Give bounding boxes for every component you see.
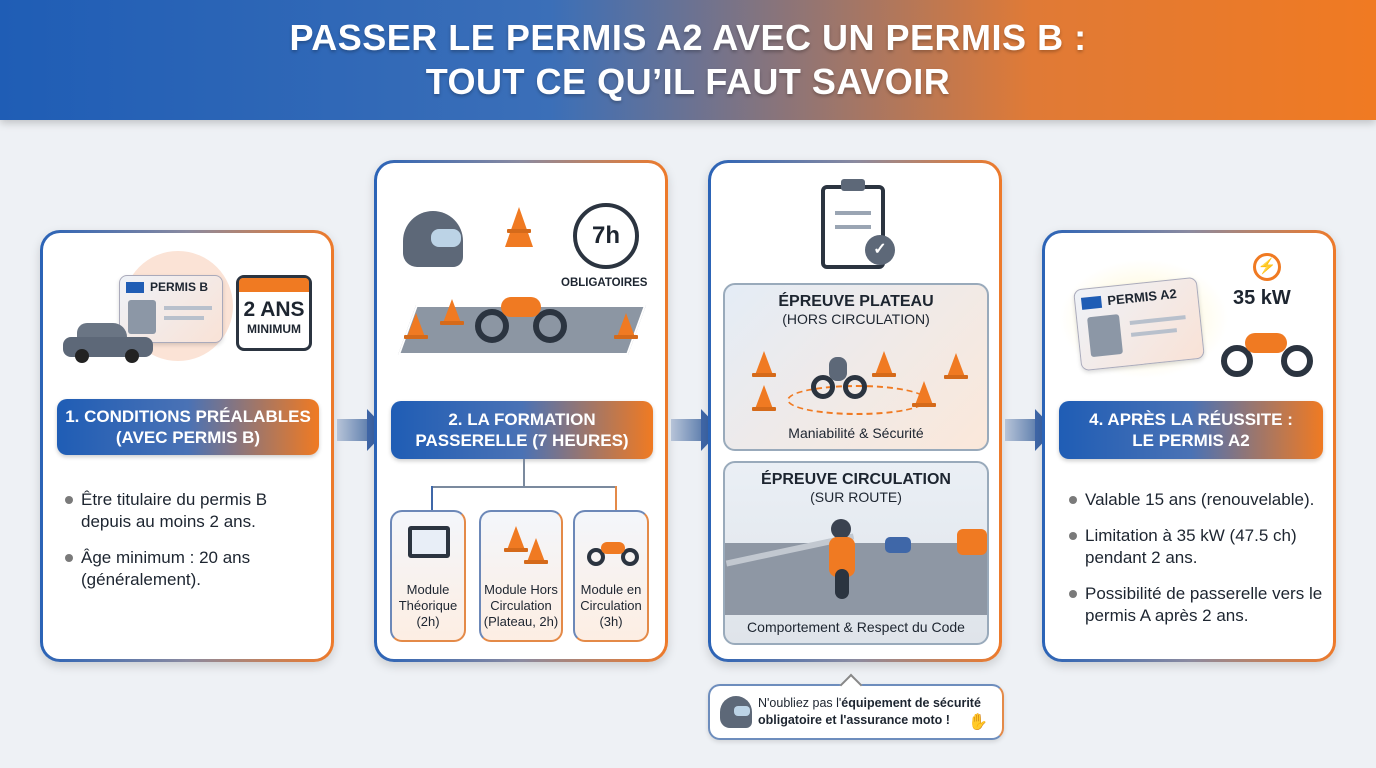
epreuve-circulation: ÉPREUVE CIRCULATION (SUR ROUTE) Comporte… [723, 461, 989, 645]
motorcycle-icon [587, 538, 639, 568]
page-title-line2: TOUT CE QU’IL FAUT SAVOIR [425, 61, 951, 102]
cone-icon [614, 313, 638, 339]
clock-label: OBLIGATOIRES [561, 277, 648, 289]
glove-icon: ✋ [968, 714, 988, 731]
list-item: Valable 15 ans (renouvelable). [1065, 489, 1327, 511]
cone-icon [752, 351, 776, 377]
list-item: Possibilité de passerelle vers le permis… [1065, 583, 1327, 627]
license-card-icon: PERMIS B [119, 275, 223, 343]
step1-list: Être titulaire du permis B depuis au moi… [61, 489, 321, 605]
calendar-icon: 2 ANS MINIMUM [236, 275, 312, 351]
cone-icon [404, 313, 428, 339]
clipboard-check-icon: ✓ [821, 179, 895, 269]
cone-icon [505, 207, 533, 247]
cone-icon [752, 385, 776, 411]
arrow-right [337, 409, 387, 451]
cone-icon [524, 538, 548, 564]
header-banner: PASSER LE PERMIS A2 AVEC UN PERMIS B : T… [0, 0, 1376, 120]
arrow-right [671, 409, 721, 451]
cone-icon [944, 353, 968, 379]
motorcycle-icon [811, 357, 867, 401]
step1-title: 1. CONDITIONS PRÉALABLES(AVEC PERMIS B) [57, 399, 319, 455]
step4-card: PERMIS A2 ⚡ 35 kW 4. APRÈS LA RÉUSSITE :… [1042, 230, 1336, 662]
cone-icon [912, 381, 936, 407]
motorcycle-icon [827, 519, 857, 599]
epreuve-plateau: ÉPREUVE PLATEAU (HORS CIRCULATION) Mania… [723, 283, 989, 451]
list-item: Être titulaire du permis B depuis au moi… [61, 489, 321, 533]
page-title-line1: PASSER LE PERMIS A2 AVEC UN PERMIS B : [289, 17, 1087, 58]
step1-card: PERMIS B 2 ANS MINIMUM 1. CONDITIONS PRÉ… [40, 230, 334, 662]
step3-card: ✓ ÉPREUVE PLATEAU (HORS CIRCULATION) Man… [708, 160, 1002, 662]
step4-title: 4. APRÈS LA RÉUSSITE :LE PERMIS A2 [1059, 401, 1323, 459]
cone-icon [504, 526, 528, 552]
clock-icon: 7h [573, 203, 639, 269]
arrow-right [1005, 409, 1055, 451]
safety-callout: N'oubliez pas l'équipement de sécurité o… [708, 684, 1004, 740]
cone-icon [440, 299, 464, 325]
cone-icon [872, 351, 896, 377]
helmet-icon [403, 211, 463, 267]
helmet-icon [720, 696, 752, 728]
lightning-icon: ⚡ [1253, 253, 1281, 281]
car-icon [63, 319, 153, 363]
power-value: 35 kW [1233, 287, 1291, 309]
step4-list: Valable 15 ans (renouvelable). Limitatio… [1065, 489, 1327, 641]
license-card-icon: PERMIS A2 [1073, 276, 1205, 372]
monitor-icon [408, 526, 450, 558]
list-item: Âge minimum : 20 ans (généralement). [61, 547, 321, 591]
motorcycle-icon [1221, 325, 1313, 379]
motorcycle-icon [475, 289, 567, 345]
list-item: Limitation à 35 kW (47.5 ch) pendant 2 a… [1065, 525, 1327, 569]
